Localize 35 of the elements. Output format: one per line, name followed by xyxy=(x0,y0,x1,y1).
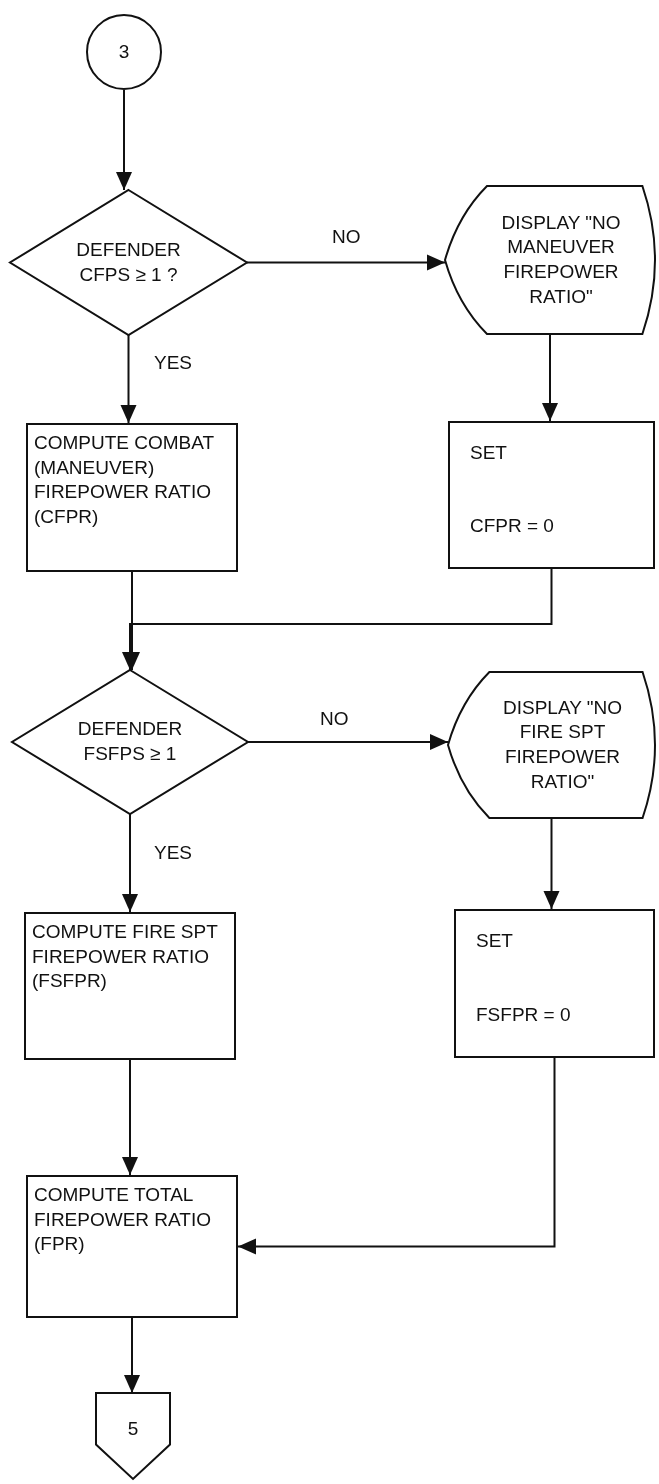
node-label: CFPR = 0 xyxy=(470,514,554,539)
arrow xyxy=(122,568,553,671)
decision-diamond xyxy=(10,190,247,335)
arrow xyxy=(237,1057,556,1255)
node-label: FSFPR = 0 xyxy=(476,1003,571,1028)
arrow xyxy=(120,334,137,424)
process-box xyxy=(454,909,655,1058)
arrow xyxy=(247,734,449,750)
arrow xyxy=(246,254,446,271)
node-label: COMPUTE FIRE SPT FIREPOWER RATIO (FSFPR) xyxy=(32,920,219,994)
node-label: DISPLAY "NO FIRE SPT FIREPOWER RATIO" xyxy=(502,695,623,794)
node-label: SET xyxy=(476,929,513,953)
arrow xyxy=(543,817,560,910)
process-box xyxy=(26,1175,238,1318)
node-label: DEFENDER CFPS ≥ 1 ? xyxy=(75,237,182,287)
display-shape xyxy=(448,672,655,818)
node-label: 5 xyxy=(127,1417,139,1441)
arrow xyxy=(124,1317,140,1394)
process-box xyxy=(24,912,236,1060)
node-label: COMPUTE COMBAT (MANEUVER) FIREPOWER RATIO (CFPR) xyxy=(34,431,215,530)
display-shape xyxy=(445,186,655,334)
arrow xyxy=(116,89,132,191)
arrow xyxy=(542,333,558,422)
process-box xyxy=(448,421,655,569)
node-label: DISPLAY "NO MANEUVER FIREPOWER RATIO" xyxy=(500,210,622,309)
decision-diamond xyxy=(12,670,248,814)
arrow xyxy=(122,1059,138,1176)
node-label: DEFENDER FSFPS ≥ 1 xyxy=(76,717,184,766)
connector-circle xyxy=(86,14,162,90)
off-page-connector xyxy=(96,1393,170,1479)
node-label: 3 xyxy=(118,39,130,64)
process-box xyxy=(26,423,238,572)
node-label: SET xyxy=(470,441,507,465)
node-label: COMPUTE TOTAL FIREPOWER RATIO (FPR) xyxy=(34,1183,212,1257)
arrow xyxy=(122,813,138,913)
